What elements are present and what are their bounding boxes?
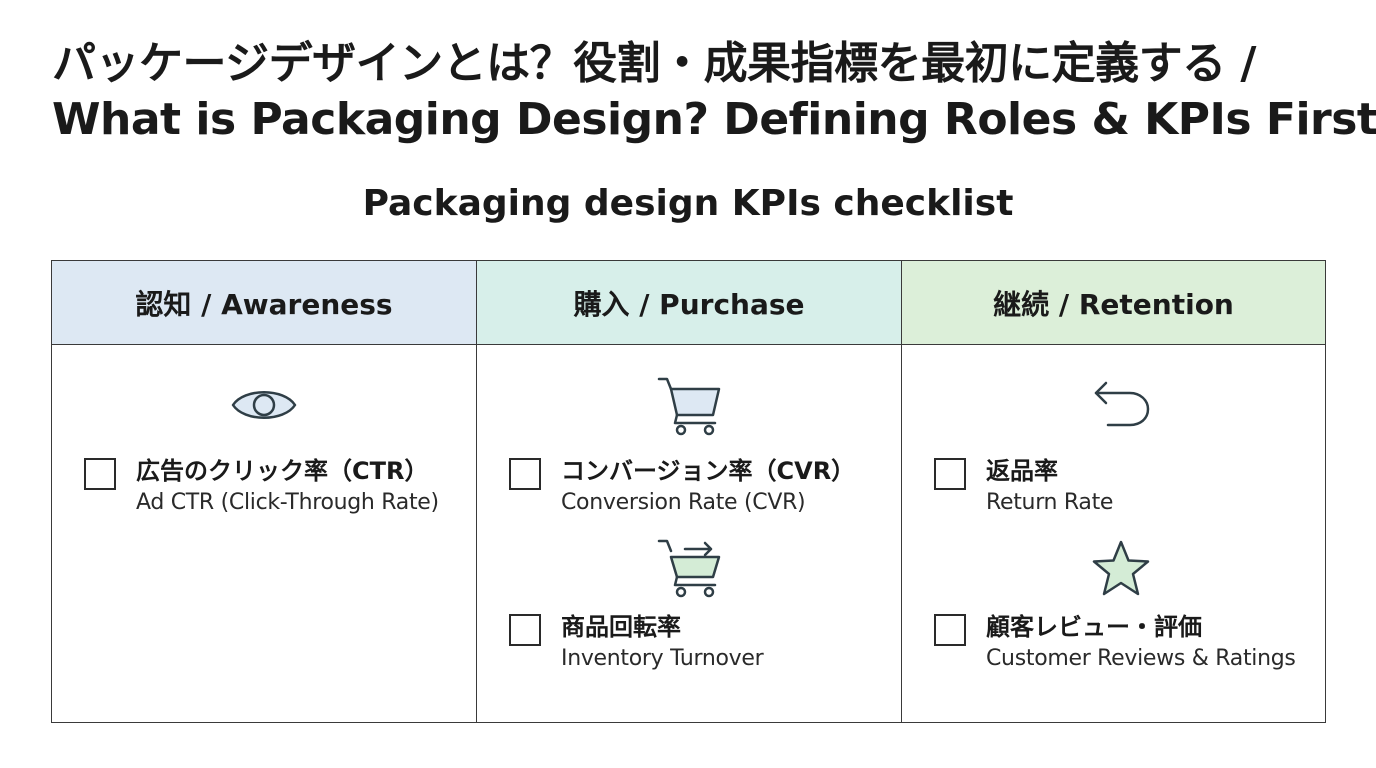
- cart-arrow-icon: [657, 539, 721, 598]
- cvr-label-en: Conversion Rate (CVR): [561, 490, 806, 515]
- inventory-turnover-label-en: Inventory Turnover: [561, 646, 764, 671]
- ctr-label-en: Ad CTR (Click-Through Rate): [136, 490, 439, 515]
- return-rate-label: 返品率 Return Rate: [986, 455, 1113, 519]
- ctr-checkbox[interactable]: [84, 458, 116, 490]
- customer-reviews-label: 顧客レビュー・評価 Customer Reviews & Ratings: [986, 611, 1296, 675]
- column-purchase: コンバージョン率（CVR） Conversion Rate (CVR) 商品回転…: [477, 345, 902, 722]
- customer-reviews-checkbox[interactable]: [934, 614, 966, 646]
- ctr-label: 広告のクリック率（CTR） Ad CTR (Click-Through Rate…: [136, 455, 439, 519]
- shopping-cart-icon: [657, 377, 721, 436]
- return-arrow-icon: [1094, 381, 1150, 427]
- kpi-item-customer-reviews: 顧客レビュー・評価 Customer Reviews & Ratings: [934, 611, 1296, 675]
- return-rate-label-en: Return Rate: [986, 490, 1114, 515]
- kpi-item-inventory-turnover: 商品回転率 Inventory Turnover: [509, 611, 764, 675]
- return-rate-label-jp: 返品率: [986, 457, 1058, 485]
- header-awareness: 認知 / Awareness: [52, 261, 477, 345]
- checklist-title: Packaging design KPIs checklist: [362, 183, 1014, 224]
- star-icon: [1092, 540, 1150, 596]
- cvr-label: コンバージョン率（CVR） Conversion Rate (CVR): [561, 455, 855, 519]
- return-rate-checkbox[interactable]: [934, 458, 966, 490]
- kpi-checklist-table: 認知 / Awareness 購入 / Purchase 継続 / Retent…: [51, 260, 1326, 723]
- kpi-item-ctr: 広告のクリック率（CTR） Ad CTR (Click-Through Rate…: [84, 455, 439, 519]
- cvr-checkbox[interactable]: [509, 458, 541, 490]
- page-title-line-1: パッケージデザインとは？役割・成果指標を最初に定義する /: [52, 38, 1257, 89]
- kpi-item-return-rate: 返品率 Return Rate: [934, 455, 1113, 519]
- header-retention: 継続 / Retention: [902, 261, 1325, 345]
- column-retention: 返品率 Return Rate 顧客レビュー・評価 Customer Revie…: [902, 345, 1325, 722]
- customer-reviews-label-jp: 顧客レビュー・評価: [986, 613, 1202, 641]
- inventory-turnover-label-jp: 商品回転率: [561, 613, 681, 641]
- customer-reviews-label-en: Customer Reviews & Ratings: [986, 646, 1296, 671]
- inventory-turnover-checkbox[interactable]: [509, 614, 541, 646]
- column-awareness: 広告のクリック率（CTR） Ad CTR (Click-Through Rate…: [52, 345, 477, 722]
- cvr-label-jp: コンバージョン率（CVR）: [561, 457, 856, 485]
- kpi-item-cvr: コンバージョン率（CVR） Conversion Rate (CVR): [509, 455, 855, 519]
- page-title: パッケージデザインとは？役割・成果指標を最初に定義する / What is Pa…: [52, 36, 1376, 148]
- page-title-line-2: What is Packaging Design? Defining Roles…: [52, 94, 1376, 145]
- inventory-turnover-label: 商品回転率 Inventory Turnover: [561, 611, 764, 675]
- eye-icon: [231, 391, 297, 419]
- ctr-label-jp: 広告のクリック率（CTR）: [136, 457, 429, 485]
- header-purchase: 購入 / Purchase: [477, 261, 902, 345]
